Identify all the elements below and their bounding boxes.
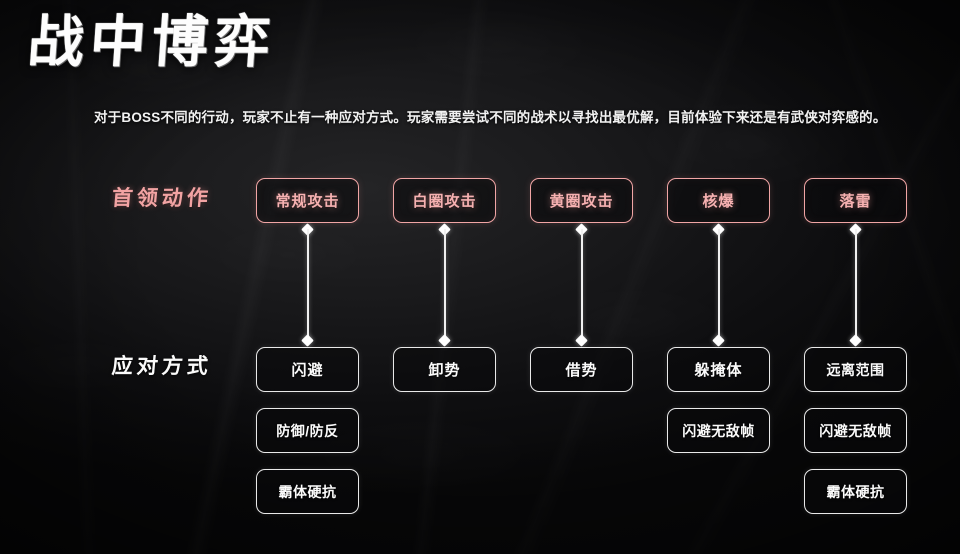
page-title: 战中博弈 xyxy=(25,9,279,75)
counter-node[interactable]: 躲掩体 xyxy=(667,347,770,392)
boss-action-node[interactable]: 落雷 xyxy=(804,178,907,223)
row-label-counter-methods: 应对方式 xyxy=(110,353,214,378)
counter-node[interactable]: 卸势 xyxy=(393,347,496,392)
boss-action-node[interactable]: 常规攻击 xyxy=(256,178,359,223)
diagram-column: 白圈攻击 卸势 xyxy=(393,178,496,528)
diagram-column: 核爆 躲掩体 闪避无敌帧 xyxy=(667,178,770,528)
connector-line xyxy=(854,229,857,341)
counter-node[interactable]: 防御/防反 xyxy=(256,408,359,453)
diamond-marker-bottom-icon xyxy=(438,334,451,347)
diamond-marker-bottom-icon xyxy=(301,334,314,347)
boss-action-node[interactable]: 黄圈攻击 xyxy=(530,178,633,223)
page-subtitle: 对于BOSS不同的行动，玩家不止有一种应对方式。玩家需要尝试不同的战术以寻找出最… xyxy=(94,110,887,125)
connector xyxy=(667,223,770,347)
counter-node[interactable]: 借势 xyxy=(530,347,633,392)
diagram-column: 落雷 远离范围 闪避无敌帧 霸体硬抗 xyxy=(804,178,907,528)
counter-node[interactable]: 闪避 xyxy=(256,347,359,392)
counter-node[interactable]: 霸体硬抗 xyxy=(804,469,907,514)
connector-line xyxy=(306,229,309,341)
counter-node[interactable]: 远离范围 xyxy=(804,347,907,392)
boss-action-node[interactable]: 核爆 xyxy=(667,178,770,223)
counter-node[interactable]: 闪避无敌帧 xyxy=(667,408,770,453)
connector xyxy=(804,223,907,347)
connector-line xyxy=(580,229,583,341)
row-label-boss-actions: 首领动作 xyxy=(110,185,214,210)
connector xyxy=(393,223,496,347)
diamond-marker-bottom-icon xyxy=(575,334,588,347)
counter-node[interactable]: 闪避无敌帧 xyxy=(804,408,907,453)
diagram-column: 常规攻击 闪避 防御/防反 霸体硬抗 xyxy=(256,178,359,528)
counter-node[interactable]: 霸体硬抗 xyxy=(256,469,359,514)
connector xyxy=(256,223,359,347)
connector xyxy=(530,223,633,347)
connector-line xyxy=(717,229,720,341)
boss-action-node[interactable]: 白圈攻击 xyxy=(393,178,496,223)
connector-line xyxy=(443,229,446,341)
diagram-column: 黄圈攻击 借势 xyxy=(530,178,633,528)
diagram-columns: 常规攻击 闪避 防御/防反 霸体硬抗 白圈攻击 卸势 黄圈攻击 xyxy=(256,178,950,528)
diamond-marker-bottom-icon xyxy=(712,334,725,347)
diamond-marker-bottom-icon xyxy=(849,334,862,347)
